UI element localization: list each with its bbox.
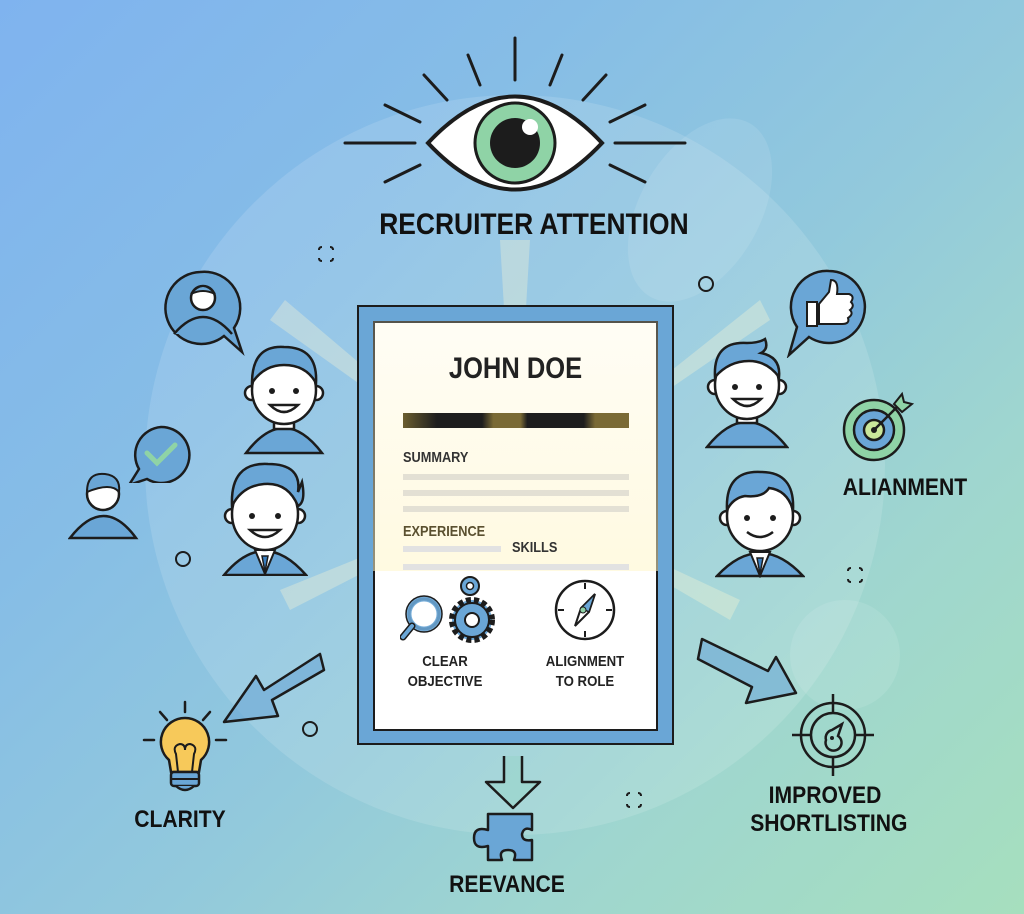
sparkle-icon xyxy=(626,792,642,808)
arrow-down-icon xyxy=(484,756,542,810)
label-line: SHORTLISTING xyxy=(750,810,908,837)
feature-label-line: CLEAR xyxy=(422,653,468,670)
text-line xyxy=(403,506,629,512)
dot-decoration xyxy=(175,551,191,567)
title-recruiter-attention: RECRUITER ATTENTION xyxy=(379,208,689,241)
dot-decoration xyxy=(698,276,714,292)
resume-header-bar xyxy=(403,413,629,428)
feature-label-line: ALIGNMENT xyxy=(545,653,625,670)
text-line xyxy=(403,474,629,480)
resume-section-summary: SUMMARY xyxy=(403,449,469,466)
feature-label-line: OBJECTIVE xyxy=(407,673,483,690)
label-alignment: ALIANMENT xyxy=(842,474,968,501)
label-relevance: REEVANCE xyxy=(449,871,565,898)
dot-decoration xyxy=(302,721,318,737)
arrow-down-right-icon xyxy=(696,637,798,705)
magnifier-gears-icon xyxy=(400,576,495,643)
background-blob xyxy=(790,600,900,710)
user-silhouette-icon xyxy=(68,472,139,540)
label-improved-shortlisting: IMPROVED SHORTLISTING xyxy=(750,782,908,838)
eye-icon xyxy=(343,36,687,192)
label-clarity: CLARITY xyxy=(134,806,226,833)
user-speech-bubble-icon xyxy=(164,270,245,357)
feature-clear-objective: CLEAR OBJECTIVE xyxy=(392,652,498,692)
resume-section-experience: EXPERIENCE xyxy=(403,523,486,540)
thumbs-up-speech-bubble-icon xyxy=(786,269,867,358)
lightbulb-icon xyxy=(142,700,228,792)
person-business-icon xyxy=(222,462,308,576)
resume-section-skills: SKILLS xyxy=(512,539,558,556)
target-arrow-icon xyxy=(842,391,914,462)
label-line: IMPROVED xyxy=(768,782,882,809)
text-line xyxy=(403,564,629,570)
feature-label-line: TO ROLE xyxy=(555,673,615,690)
feature-alignment-to-role: ALIGNMENT TO ROLE xyxy=(532,652,638,692)
resume-name: JOHN DOE xyxy=(448,352,583,385)
target-crosshair-icon xyxy=(792,694,874,776)
puzzle-piece-icon xyxy=(472,812,534,862)
sparkle-icon xyxy=(847,567,863,583)
text-line xyxy=(403,546,501,552)
text-line xyxy=(403,490,629,496)
person-casual-icon xyxy=(705,337,789,449)
arrow-down-left-icon xyxy=(222,652,326,724)
sparkle-icon xyxy=(318,246,334,262)
person-business-icon xyxy=(715,470,805,578)
person-casual-icon xyxy=(243,345,325,455)
resume-highlight-glow xyxy=(373,321,658,571)
checkmark-speech-bubble-icon xyxy=(128,425,191,483)
compass-icon xyxy=(554,579,616,641)
